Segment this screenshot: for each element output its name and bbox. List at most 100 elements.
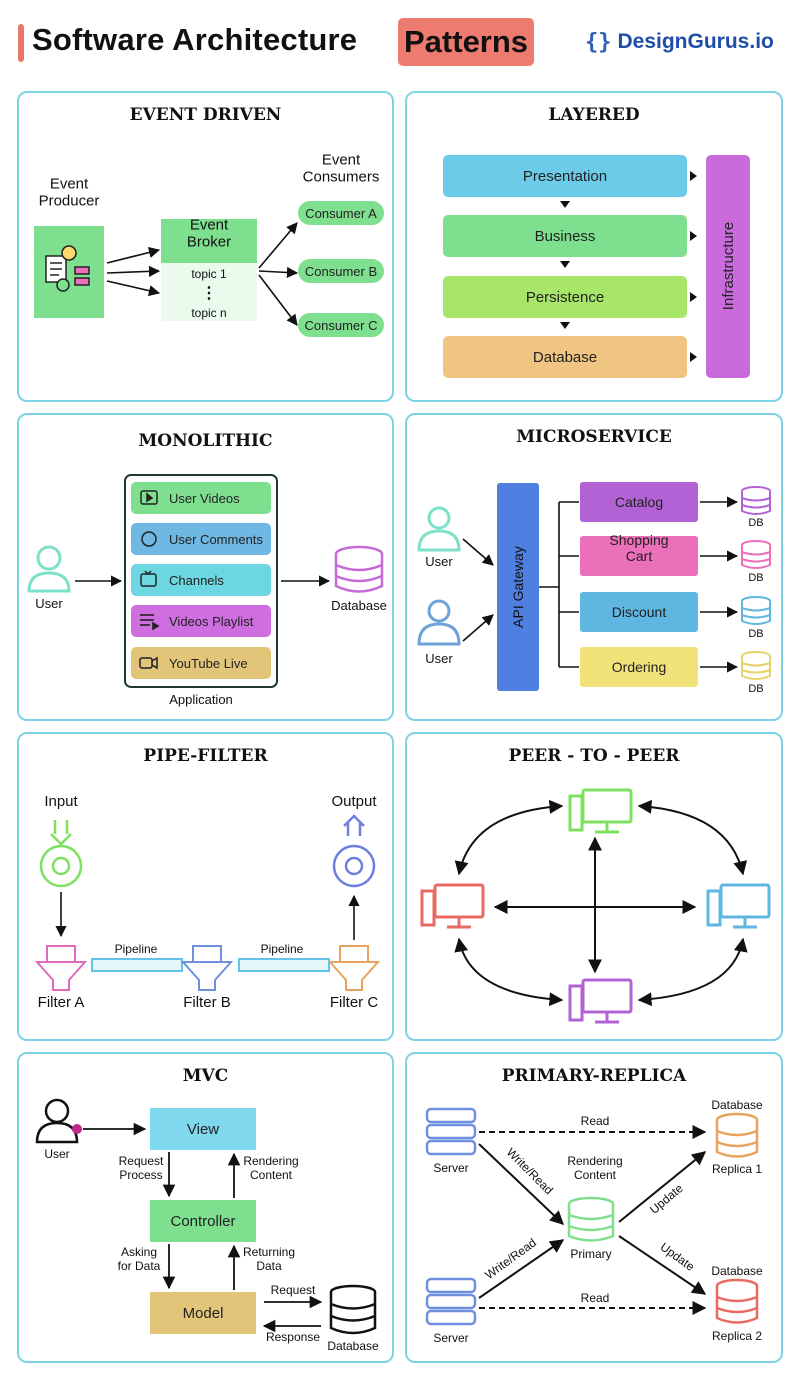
layer-persistence-label: Persistence [526,289,604,306]
update-label-top: Update [647,1181,686,1217]
playlist-icon [140,614,160,631]
broker-header [161,219,257,263]
model-label: Model [183,1305,224,1322]
user-label: User [44,1147,69,1161]
down-arrow-3 [560,322,570,329]
module-channels [131,564,271,596]
panel-title: MONOLITHIC [138,431,273,451]
server-icon-bottom [425,1277,477,1326]
controller-label: Controller [170,1213,235,1230]
consumer-b-pill [298,259,384,283]
arrow-left-bottom [454,937,564,1007]
panel-title: PRIMARY-REPLICA [501,1066,687,1086]
database-label: Database [327,1339,379,1353]
arrow-producer-broker-2 [106,265,161,277]
db-icon-catalog [741,486,771,515]
layer-business-label: Business [535,228,596,245]
update-arrow-bottom [618,1235,707,1295]
db-label-ordering: DB [748,683,763,695]
gateway-branch-lines [539,501,579,668]
user-label: User [35,596,63,611]
db-icon-cart [741,540,771,569]
panel-primary-replica: PRIMARY-REPLICA Server Server Read Read … [405,1052,783,1363]
filter-b-icon [180,945,234,991]
arrow-user2-gateway [462,614,494,642]
request-label: Request [271,1283,316,1297]
panel-monolithic: MONOLITHIC User User Videos User Comment… [17,413,394,721]
consumer-a-pill [298,201,384,225]
consumer-c-pill [298,313,384,337]
write-read-arrow-bottom [478,1239,565,1299]
arrow-producer-broker-3 [106,280,161,297]
db-icon-discount [741,596,771,625]
user-label-1: User [425,554,453,569]
module-user-videos [131,482,271,514]
output-label: Output [331,793,377,810]
user-icon [27,545,71,593]
panel-pipe-filter: PIPE-FILTER Input Filter A Pipeline Filt… [17,732,394,1041]
panel-title: PIPE-FILTER [143,746,268,766]
input-label: Input [44,793,78,810]
user-icon-2 [417,599,461,646]
arrow-user1-gateway [462,538,494,566]
arrow-broker-consumer-a [258,222,298,269]
right-arrow-1 [690,171,697,181]
read-label-top: Read [581,1114,610,1128]
layer-presentation [443,155,687,197]
db-label-catalog: DB [748,517,763,529]
filter-c-label: Filter C [330,994,379,1011]
database-icon [334,545,384,593]
module-user-videos-label: User Videos [169,491,240,506]
user-icon [35,1098,79,1144]
brand-logo-icon: {} [585,29,612,55]
panel-title: EVENT DRIVEN [129,105,282,125]
pipe-filter-diagram: Input Filter A Pipeline Filter B Pipelin… [34,793,381,1011]
arrow-broker-consumer-c [258,274,298,326]
api-gateway-label: API Gateway [510,546,526,628]
module-user-comments [131,523,271,555]
panel-title: MICROSERVICE [516,427,672,447]
panel-microservice: MICROSERVICE User User API Gateway Catal… [405,413,783,721]
service-catalog [580,482,698,522]
layer-persistence [443,276,687,318]
brand-name: DesignGurus.io [617,30,774,53]
consumer-c-label: Consumer C [305,318,378,333]
panel-title: PEER - TO - PEER [508,746,680,766]
update-arrow-top [618,1151,707,1223]
consumer-a-label: Consumer A [305,206,377,221]
pipeline-2-label: Pipeline [261,942,304,956]
topic-1-label: topic 1 [191,267,227,281]
layer-business [443,215,687,257]
monolithic-diagram: User User Videos User Comments Channels … [27,474,387,707]
page-title: Software Architecture [32,22,358,57]
controller-box [150,1200,256,1242]
database-icon [329,1284,377,1335]
layer-presentation-label: Presentation [523,168,607,185]
brand: {} DesignGurus.io [585,26,774,58]
model-box [150,1292,256,1334]
right-arrow-3 [690,292,697,302]
service-discount [580,592,698,632]
replica-2-db-icon [715,1278,759,1324]
filter-a-label: Filter A [38,994,85,1011]
replica-1-db-icon [715,1112,759,1158]
topic-ellipsis: ⋮ [201,285,217,302]
service-shopping-cart [580,536,698,576]
module-youtube-live-label: YouTube Live [169,656,248,671]
p2p-diagram [420,788,771,1024]
db-label-discount: DB [748,628,763,640]
down-arrow-1 [560,201,570,208]
read-label-bottom: Read [581,1291,610,1305]
primary-replica-diagram: Server Server Read Read Write/Read Write… [425,1098,763,1345]
output-gear-icon [332,814,376,888]
server-icon-top [425,1107,477,1156]
filter-a-icon [34,945,88,991]
